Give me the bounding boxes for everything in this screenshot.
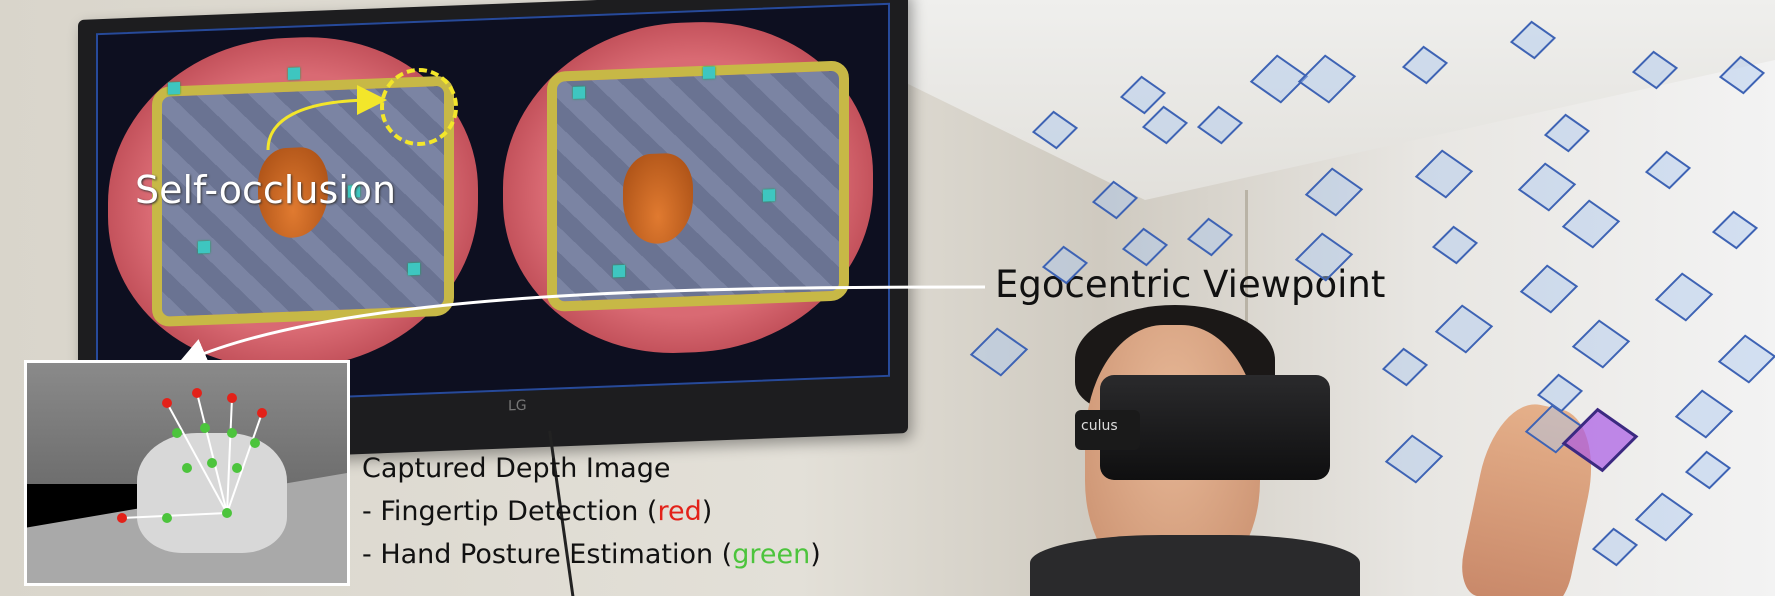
caption-red-word: red bbox=[657, 496, 702, 527]
self-occlusion-label: Self-occlusion bbox=[135, 168, 397, 212]
caption-posture-suffix: ) bbox=[810, 539, 821, 570]
depth-image-inset bbox=[24, 360, 350, 586]
caption-fingertip-prefix: - Fingertip Detection ( bbox=[362, 496, 658, 527]
fingertips bbox=[117, 388, 267, 523]
posture-joints bbox=[162, 423, 260, 523]
caption-green-word: green bbox=[732, 539, 811, 570]
caption-fingertip-line: - Fingertip Detection (red) bbox=[362, 490, 821, 533]
self-occlusion-arrow bbox=[266, 85, 387, 151]
hand-skeleton bbox=[117, 388, 267, 523]
caption-title: Captured Depth Image bbox=[362, 453, 671, 484]
caption-posture-prefix: - Hand Posture Estimation ( bbox=[362, 539, 733, 570]
egocentric-arrow bbox=[176, 285, 986, 367]
person-shirt bbox=[1030, 535, 1360, 596]
depth-caption: Captured Depth Image - Fingertip Detecti… bbox=[362, 447, 821, 576]
caption-posture-line: - Hand Posture Estimation (green) bbox=[362, 533, 821, 576]
headset-strap-logo: culus bbox=[1075, 410, 1140, 450]
caption-fingertip-suffix: ) bbox=[701, 496, 713, 527]
egocentric-viewpoint-label: Egocentric Viewpoint bbox=[995, 263, 1386, 306]
